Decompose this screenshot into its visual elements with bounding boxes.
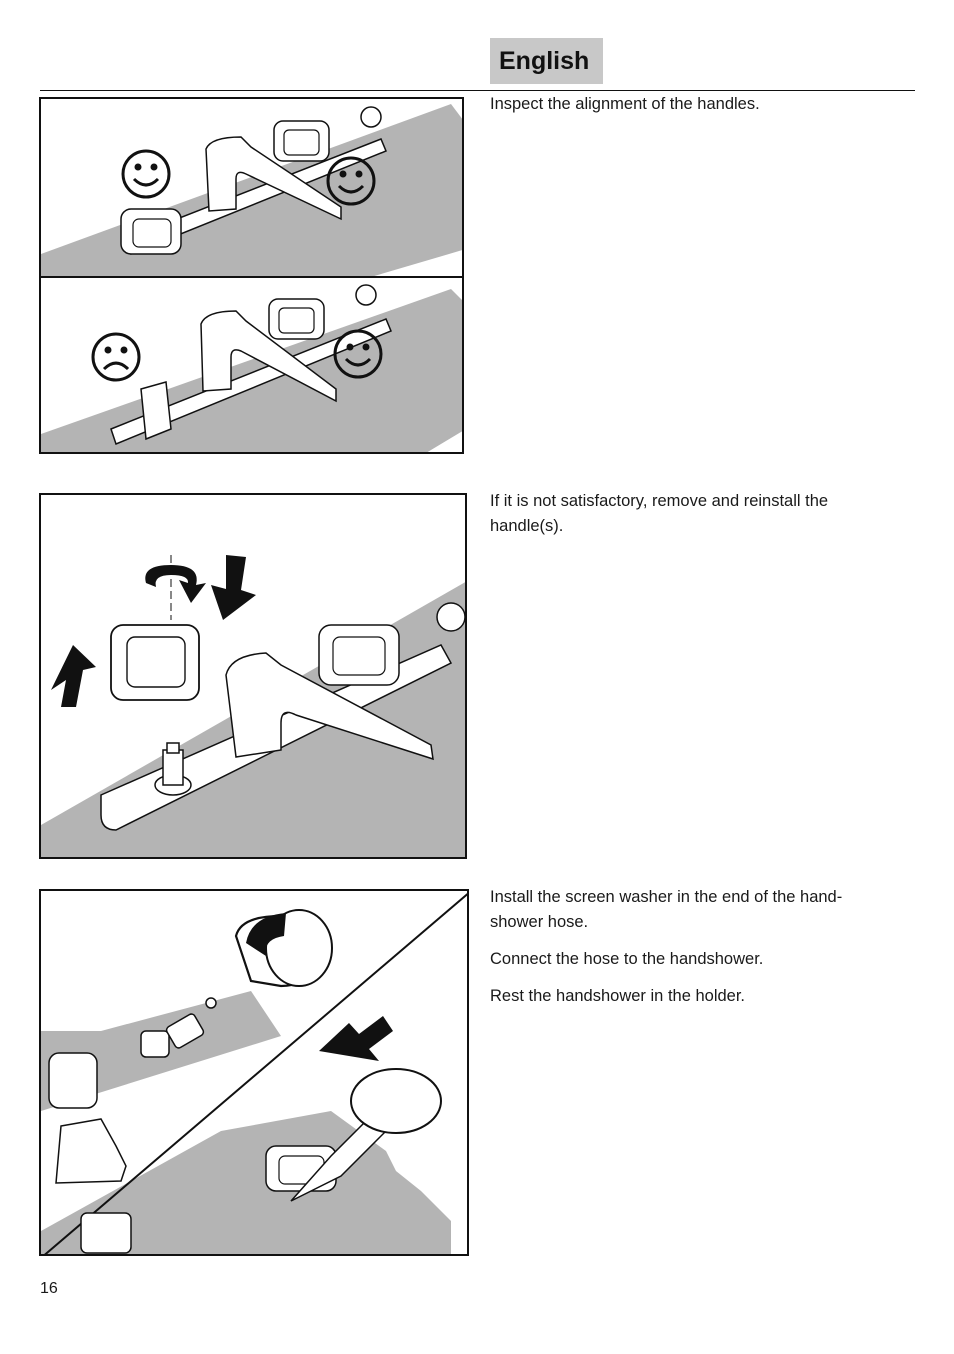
valve-cartridge: [154, 742, 192, 796]
language-tab: English: [490, 38, 603, 84]
screen-washer: [205, 997, 217, 1009]
handshower: [265, 1068, 442, 1202]
step-2-paragraph: If it is not satisfactory, remove and re…: [490, 492, 829, 535]
step-1-paragraph: Inspect the alignment of the handles.: [490, 95, 760, 113]
smiley-happy-icon: [326, 156, 376, 206]
smiley-happy-icon: [333, 329, 383, 379]
step-1-text: Inspect the alignment of the handles.: [490, 92, 890, 129]
diagonal-divider: [44, 893, 467, 1254]
smiley-sad-icon: [91, 332, 141, 382]
arrow-down-icon: [211, 555, 256, 620]
figure-handshower-connect: [39, 889, 469, 1256]
step-2-text: If it is not satisfactory, remove and re…: [490, 489, 890, 551]
hose-connector: [140, 1013, 205, 1058]
spout: [205, 136, 342, 221]
rotate-arrow-icon: [246, 913, 286, 956]
rotate-arrow-icon: [145, 565, 206, 603]
spout: [225, 652, 434, 761]
figure-handle-reinstall: [39, 493, 467, 859]
arrow-up-icon: [51, 645, 96, 707]
handle-reinstall-illustration: [41, 555, 465, 857]
arrow-left-icon: [319, 1016, 393, 1061]
alignment-illustration: [41, 104, 462, 452]
step-3-paragraph-3: Rest the handshower in the holder.: [490, 987, 746, 1005]
step-3-paragraph-2: Connect the hose to the handshower.: [490, 950, 764, 968]
figure-alignment-inspection: [39, 97, 464, 454]
handle-left-misaligned: [140, 381, 172, 441]
step-3-text: Install the screen washer in the end of …: [490, 885, 890, 1021]
page-number: 16: [40, 1280, 58, 1297]
step-3-paragraph-1: Install the screen washer in the end of …: [490, 888, 843, 931]
header-rule: [40, 90, 915, 91]
handshower-illustration: [41, 893, 467, 1254]
smiley-happy-icon: [121, 149, 171, 199]
